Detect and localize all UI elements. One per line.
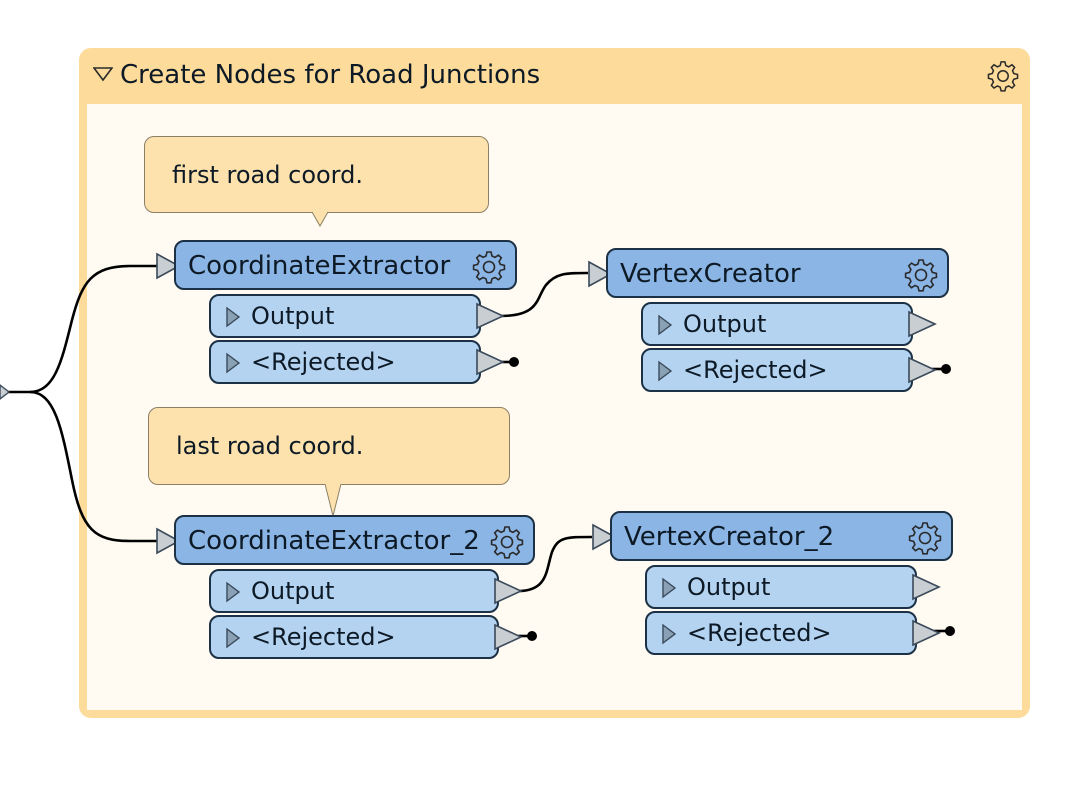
- transformer-header[interactable]: VertexCreator: [606, 248, 949, 298]
- output-port-arrow-icon[interactable]: [475, 301, 505, 331]
- rejected-port[interactable]: <Rejected>: [645, 611, 917, 655]
- gear-icon[interactable]: [986, 59, 1020, 93]
- transformer-header[interactable]: VertexCreator_2: [610, 511, 953, 561]
- port-label: <Rejected>: [687, 619, 832, 647]
- output-port[interactable]: Output: [645, 565, 917, 609]
- input-port-arrow-icon[interactable]: [587, 259, 613, 289]
- port-label: <Rejected>: [683, 356, 828, 384]
- annotation-tail: [312, 211, 328, 227]
- port-expand-triangle-icon[interactable]: [657, 314, 673, 336]
- port-label: Output: [683, 310, 767, 338]
- output-port-arrow-icon[interactable]: [911, 618, 941, 648]
- port-expand-triangle-icon[interactable]: [225, 306, 241, 328]
- output-port-arrow-icon[interactable]: [475, 347, 505, 377]
- bookmark-header[interactable]: Create Nodes for Road Junctions: [79, 48, 1030, 102]
- transformer-header[interactable]: CoordinateExtractor: [174, 240, 517, 290]
- port-label: <Rejected>: [251, 623, 396, 651]
- port-label: <Rejected>: [251, 348, 396, 376]
- transformer-header[interactable]: CoordinateExtractor_2: [174, 515, 535, 565]
- rejected-port[interactable]: <Rejected>: [209, 340, 481, 384]
- gear-icon[interactable]: [907, 520, 943, 556]
- port-label: Output: [687, 573, 771, 601]
- transformer-name: CoordinateExtractor_2: [188, 526, 480, 556]
- input-port-arrow-icon[interactable]: [155, 251, 181, 281]
- collapse-triangle-icon[interactable]: [93, 66, 113, 82]
- gear-icon[interactable]: [903, 257, 939, 293]
- annotation-first-road-coord[interactable]: first road coord.: [144, 136, 489, 227]
- input-port-arrow-icon[interactable]: [591, 522, 617, 552]
- input-port-arrow-icon[interactable]: [155, 526, 181, 556]
- bookmark-title: Create Nodes for Road Junctions: [120, 60, 541, 90]
- output-port-arrow-icon[interactable]: [907, 309, 937, 339]
- incoming-connection-arrow-icon: [0, 384, 11, 400]
- port-expand-triangle-icon[interactable]: [225, 352, 241, 374]
- transformer-name: VertexCreator_2: [624, 522, 835, 552]
- port-expand-triangle-icon[interactable]: [661, 623, 677, 645]
- gear-icon[interactable]: [471, 249, 507, 285]
- output-port[interactable]: Output: [209, 294, 481, 338]
- output-port-arrow-icon[interactable]: [493, 622, 523, 652]
- output-port-arrow-icon[interactable]: [907, 355, 937, 385]
- output-port-arrow-icon[interactable]: [911, 572, 941, 602]
- annotation-tail: [325, 483, 341, 517]
- output-port[interactable]: Output: [209, 569, 499, 613]
- annotation-last-road-coord[interactable]: last road coord.: [148, 407, 510, 517]
- port-expand-triangle-icon[interactable]: [225, 581, 241, 603]
- annotation-text: last road coord.: [176, 432, 364, 460]
- gear-icon[interactable]: [489, 524, 525, 560]
- port-expand-triangle-icon[interactable]: [661, 577, 677, 599]
- port-expand-triangle-icon[interactable]: [225, 627, 241, 649]
- rejected-port[interactable]: <Rejected>: [209, 615, 499, 659]
- transformer-name: VertexCreator: [620, 259, 801, 289]
- output-port[interactable]: Output: [641, 302, 913, 346]
- rejected-port[interactable]: <Rejected>: [641, 348, 913, 392]
- output-port-arrow-icon[interactable]: [493, 576, 523, 606]
- transformer-name: CoordinateExtractor: [188, 251, 451, 281]
- port-label: Output: [251, 302, 335, 330]
- annotation-bubble: [144, 136, 489, 213]
- port-expand-triangle-icon[interactable]: [657, 360, 673, 382]
- port-label: Output: [251, 577, 335, 605]
- annotation-text: first road coord.: [172, 161, 363, 189]
